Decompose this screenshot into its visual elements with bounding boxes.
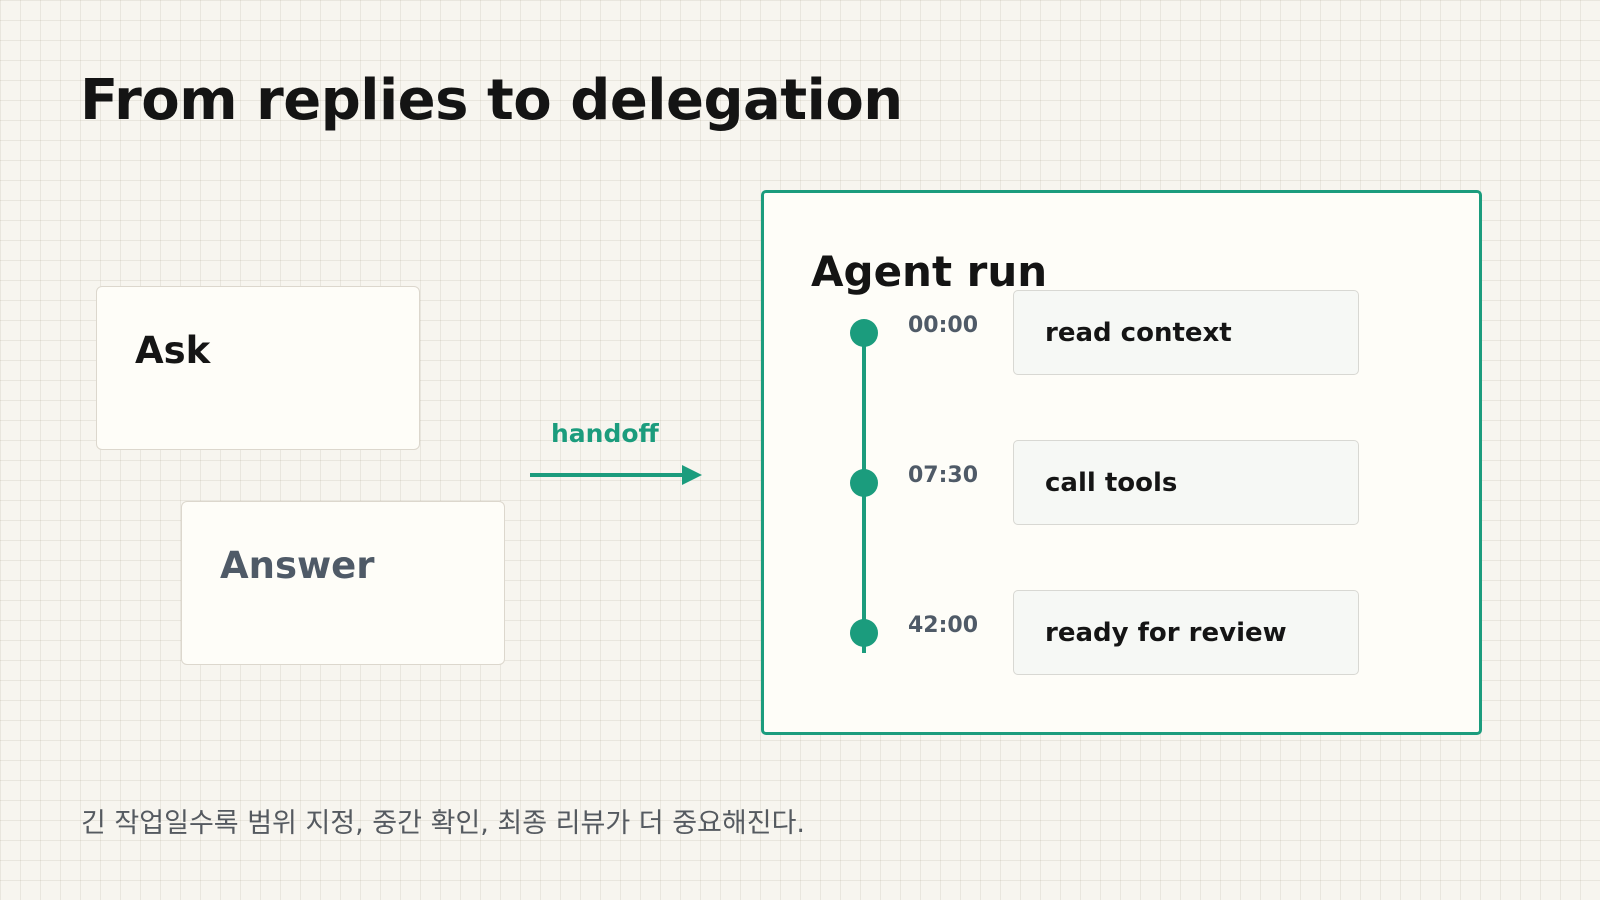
step-box-ready-for-review: ready for review (1013, 590, 1359, 675)
step-box-read-context: read context (1013, 290, 1359, 375)
timeline-dot-2 (850, 469, 878, 497)
timeline-dot-1 (850, 319, 878, 347)
step-label-2: call tools (1045, 468, 1178, 498)
agent-run-title: Agent run (811, 247, 1048, 296)
footnote: 긴 작업일수록 범위 지정, 중간 확인, 최종 리뷰가 더 중요해진다. (81, 808, 805, 839)
step-time-3: 42:00 (908, 613, 979, 638)
answer-card: Answer (181, 501, 505, 665)
ask-card-label: Ask (135, 329, 211, 372)
answer-card-label: Answer (220, 544, 375, 587)
slide-title: From replies to delegation (80, 68, 903, 133)
timeline (850, 319, 878, 653)
step-label-3: ready for review (1045, 618, 1287, 648)
step-time-2: 07:30 (908, 463, 979, 488)
ask-card: Ask (96, 286, 420, 450)
handoff-label: handoff (551, 419, 659, 448)
step-time-1: 00:00 (908, 313, 979, 338)
agent-run-panel: Agent run 00:00 read context 07:30 call … (761, 190, 1482, 735)
step-box-call-tools: call tools (1013, 440, 1359, 525)
timeline-dot-3 (850, 619, 878, 647)
handoff-arrow (530, 465, 702, 485)
step-label-1: read context (1045, 318, 1232, 348)
handoff-arrow-head (682, 465, 702, 485)
